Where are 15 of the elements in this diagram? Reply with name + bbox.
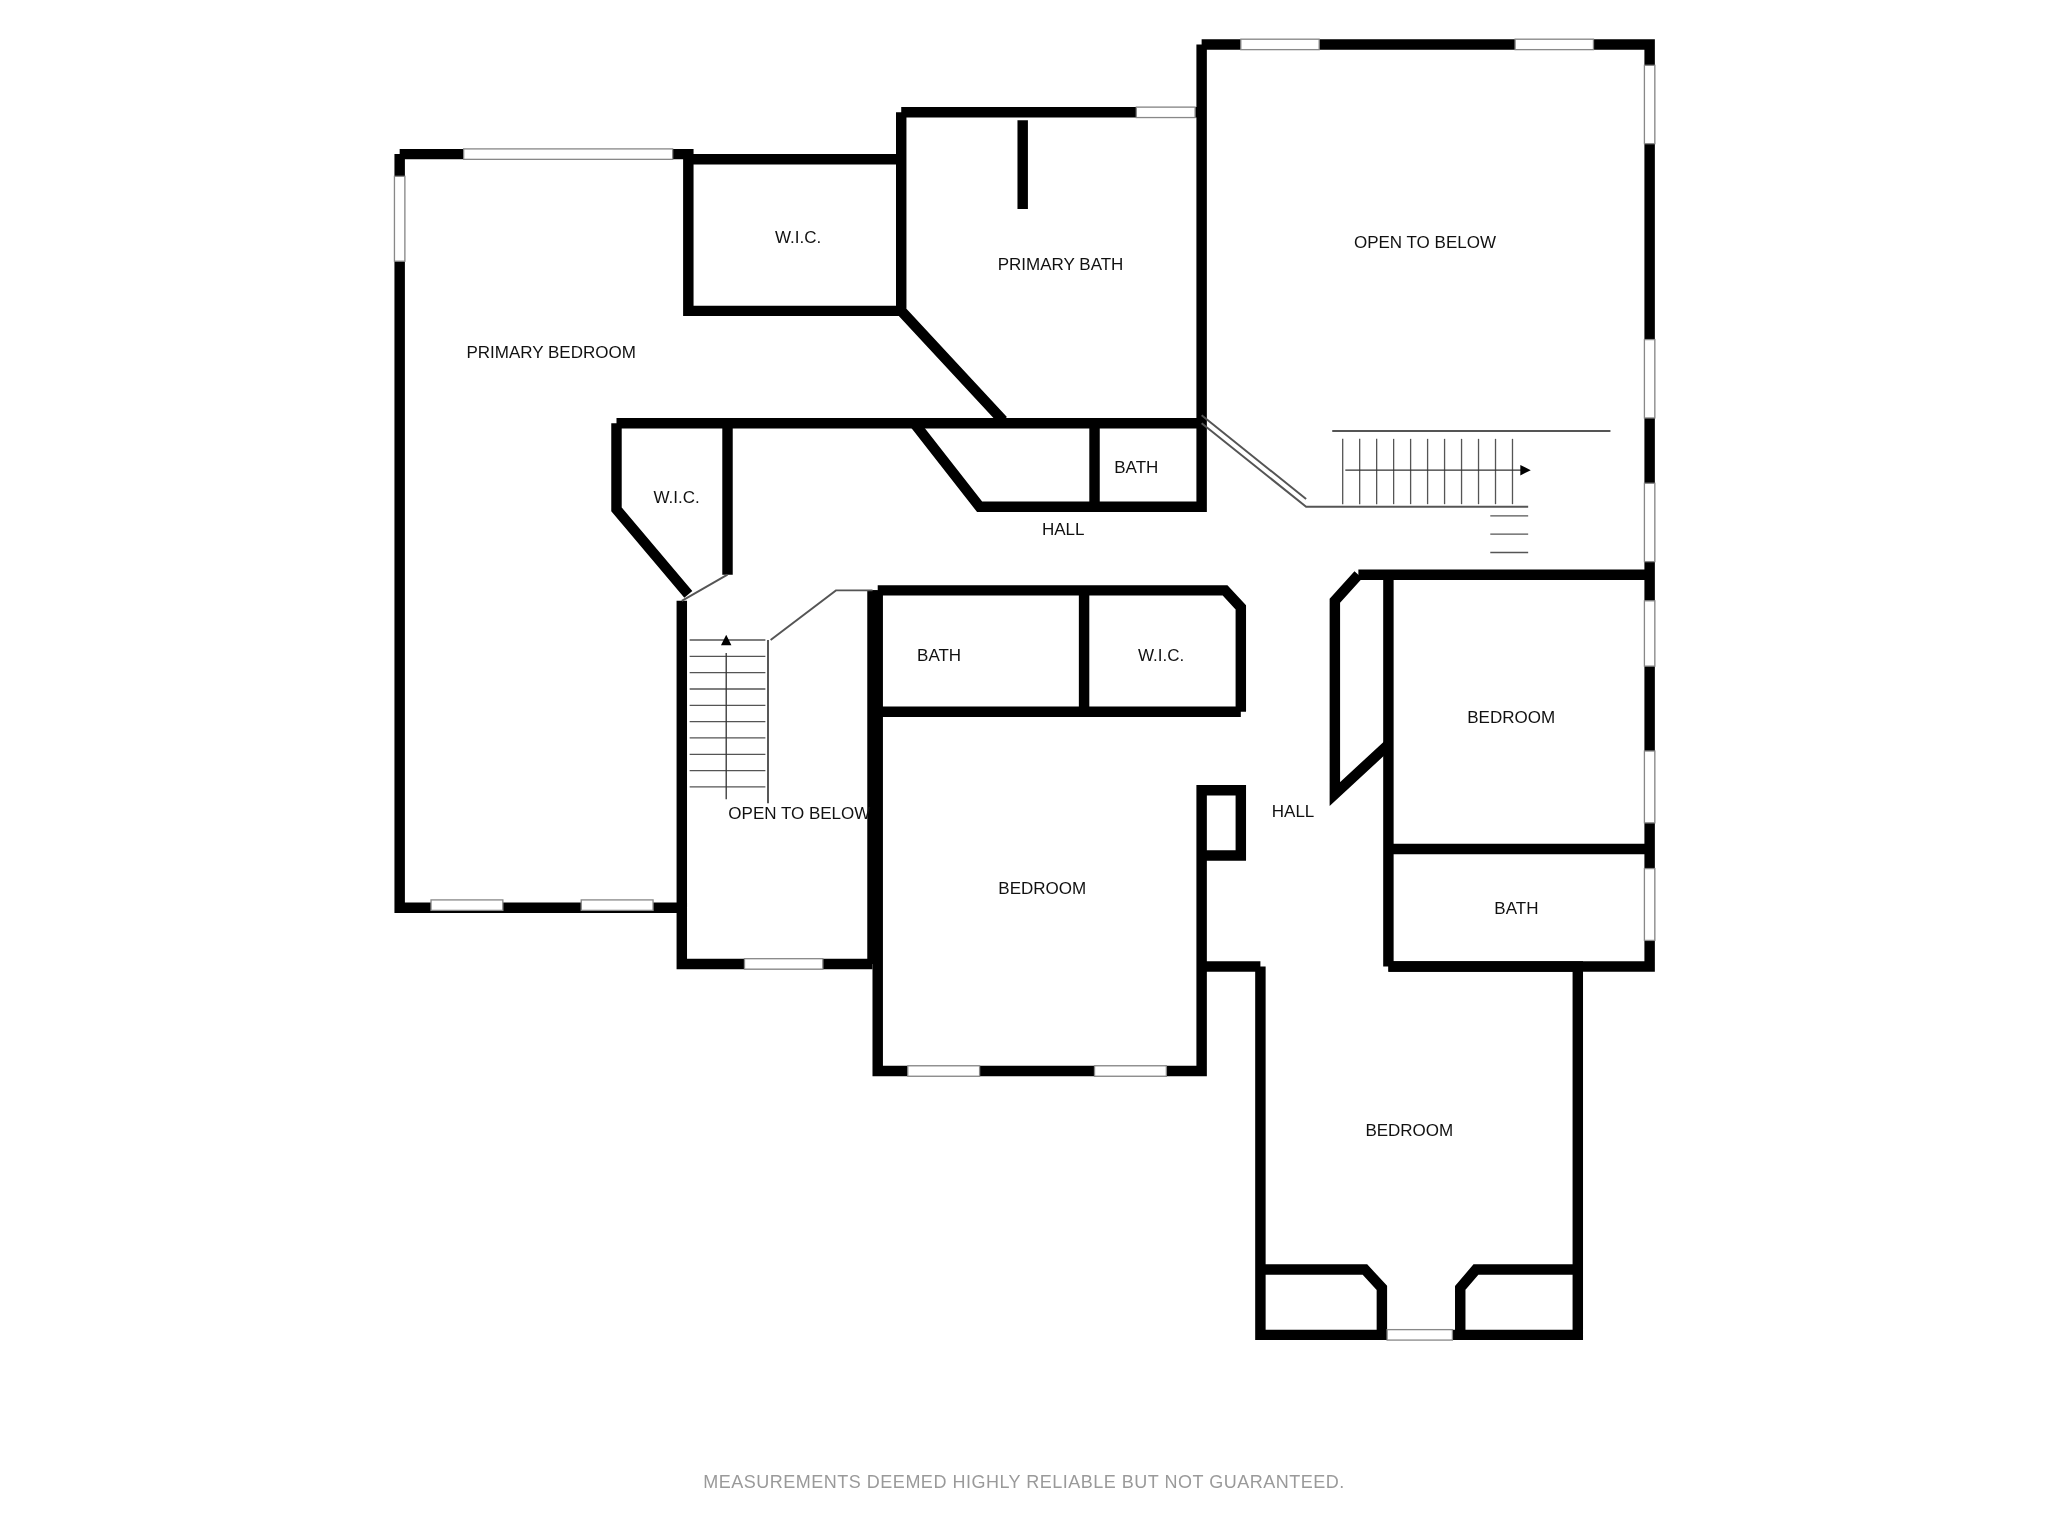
room-label: BEDROOM <box>1365 1121 1454 1142</box>
room-label: W.I.C. <box>653 487 700 508</box>
room-label: BATH <box>1494 899 1539 920</box>
room-label: PRIMARY BATH <box>997 255 1124 276</box>
disclaimer-note: MEASUREMENTS DEEMED HIGHLY RELIABLE BUT NOT GUARANTEED. <box>703 1471 1345 1493</box>
room-label: BATH <box>1114 457 1159 478</box>
room-label: BATH <box>917 645 962 666</box>
room-label: HALL <box>1271 802 1315 823</box>
room-label: PRIMARY BEDROOM <box>466 342 636 363</box>
room-label: W.I.C. <box>774 227 822 248</box>
room-label: HALL <box>1041 520 1085 541</box>
room-label: W.I.C. <box>1138 645 1185 666</box>
room-label: BEDROOM <box>998 879 1087 900</box>
room-label: BEDROOM <box>1467 708 1556 729</box>
room-label: OPEN TO BELOW <box>1353 232 1496 253</box>
